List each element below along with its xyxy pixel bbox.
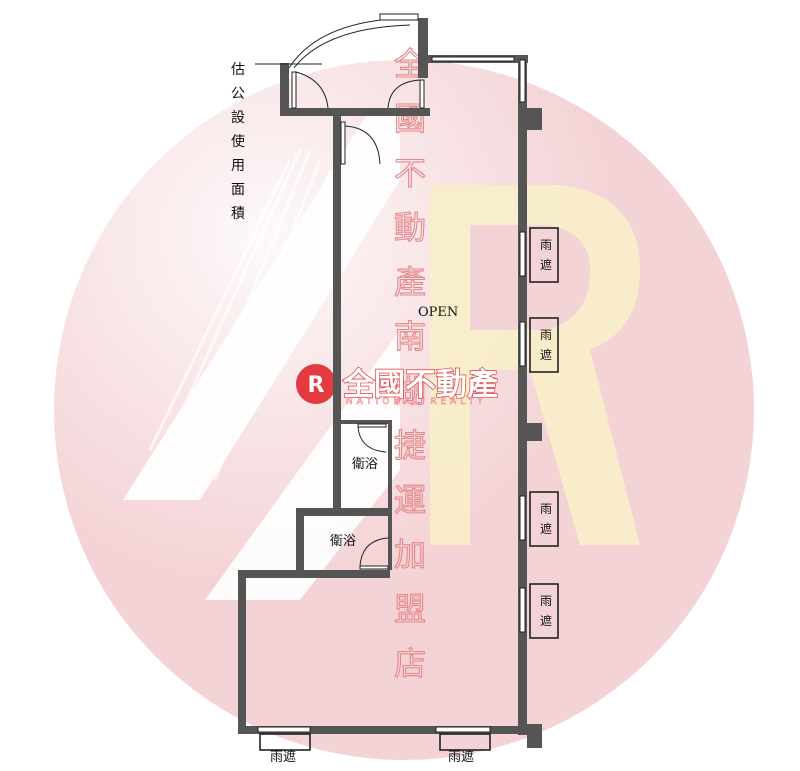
bath-upper-label: 衛浴 bbox=[352, 457, 378, 472]
watermark-char: 店 bbox=[394, 645, 426, 683]
window-right-5 bbox=[519, 587, 526, 633]
window-top bbox=[431, 56, 515, 62]
door-entrance-leaf bbox=[291, 71, 297, 109]
wall-bath-upper-right bbox=[388, 420, 392, 510]
public-area-char: 使 bbox=[231, 133, 245, 150]
brand-logo: R 全國不動產 NATIONAL REALTY bbox=[296, 364, 499, 407]
awning-char: 遮 bbox=[540, 347, 552, 362]
window-right-3 bbox=[519, 321, 526, 367]
public-area-char: 公 bbox=[231, 86, 245, 102]
public-area-char: 估 bbox=[231, 62, 245, 78]
watermark-char: 運 bbox=[394, 481, 426, 519]
wall-bath-upper-top bbox=[341, 420, 391, 424]
door-bath-upper-leaf bbox=[357, 423, 387, 428]
pillar-3 bbox=[527, 724, 542, 748]
watermark-char: 加 bbox=[394, 536, 426, 574]
watermark-char: 南 bbox=[394, 318, 426, 356]
awning-box-2 bbox=[529, 317, 559, 373]
awning-box-bottom-1 bbox=[259, 733, 311, 751]
public-area-char: 面 bbox=[231, 182, 245, 198]
wall-right bbox=[518, 55, 527, 735]
public-area-char: 積 bbox=[231, 206, 245, 222]
window-bottom-1 bbox=[257, 726, 311, 733]
wall-bath-lower-right bbox=[388, 508, 392, 570]
door-entrance-swing bbox=[295, 71, 329, 109]
awning-label-1: 雨遮 bbox=[540, 238, 552, 272]
brand-name-cn: 全國不動產 bbox=[342, 367, 498, 403]
awning-box-bottom-2 bbox=[439, 733, 491, 751]
awning-char: 遮 bbox=[540, 257, 552, 272]
brand-logo-letters: R bbox=[308, 373, 325, 398]
wall-entrance-bottom bbox=[280, 108, 430, 116]
wall-main-bottom bbox=[238, 726, 526, 734]
door-curved-top-inner bbox=[293, 24, 411, 69]
wall-corridor-left bbox=[333, 116, 341, 508]
door-bath-lower-leaf bbox=[359, 565, 389, 570]
watermark-char: 捷 bbox=[394, 427, 426, 465]
public-area-char: 用 bbox=[231, 158, 245, 174]
door-bath-upper-swing bbox=[357, 426, 387, 453]
awning-label-bottom-right: 雨遮 bbox=[448, 749, 474, 765]
wall-bath-lower-left bbox=[296, 508, 304, 578]
wall-main-top bbox=[238, 570, 390, 578]
wall-entrance-left bbox=[280, 63, 289, 115]
window-top-short bbox=[379, 13, 419, 21]
door-entrance-right-swing bbox=[387, 79, 421, 109]
wall-main-left bbox=[238, 570, 246, 734]
brand-name-en: NATIONAL REALTY bbox=[346, 397, 487, 407]
open-label: OPEN bbox=[418, 305, 458, 320]
floor-plan bbox=[238, 13, 559, 751]
awning-label-2: 雨遮 bbox=[540, 328, 552, 362]
pillar-1 bbox=[527, 108, 542, 130]
window-right-2 bbox=[519, 231, 526, 277]
awning-char: 雨 bbox=[540, 502, 552, 516]
awning-char: 遮 bbox=[540, 521, 552, 536]
logo-a-shape bbox=[123, 110, 400, 500]
awning-label-3: 雨遮 bbox=[540, 502, 552, 536]
public-area-char: 設 bbox=[231, 110, 245, 126]
awning-char: 雨 bbox=[540, 238, 552, 252]
window-bottom-2 bbox=[435, 726, 491, 733]
awning-box-1 bbox=[529, 227, 559, 283]
watermark-char: 不 bbox=[394, 154, 426, 192]
wall-bath-lower-top bbox=[296, 508, 392, 516]
door-bath-lower-swing bbox=[359, 537, 389, 567]
door-corridor-leaf bbox=[340, 121, 346, 165]
awning-char: 雨 bbox=[540, 594, 552, 608]
awning-box-3 bbox=[529, 491, 559, 547]
window-right-1 bbox=[519, 59, 526, 103]
watermark-char: 盟 bbox=[394, 590, 426, 628]
door-entrance-right-leaf bbox=[419, 79, 425, 109]
awning-label-4: 雨遮 bbox=[540, 594, 552, 628]
watermark-char: 產 bbox=[394, 263, 426, 301]
window-right-4 bbox=[519, 495, 526, 541]
brand-logo-circle bbox=[296, 364, 336, 404]
bath-lower-label: 衛浴 bbox=[330, 534, 356, 549]
awning-label-bottom-left: 雨遮 bbox=[270, 749, 296, 765]
wall-entrance-right bbox=[418, 18, 428, 78]
logo-a-shape-lower bbox=[205, 330, 400, 600]
pillar-2 bbox=[527, 423, 542, 441]
awning-char: 遮 bbox=[540, 613, 552, 628]
watermark-char: 動 bbox=[394, 209, 426, 247]
watermark-char: 湖 bbox=[394, 372, 426, 410]
awning-char: 雨 bbox=[540, 328, 552, 342]
door-corridor-swing bbox=[344, 125, 381, 165]
awning-box-4 bbox=[529, 583, 559, 639]
